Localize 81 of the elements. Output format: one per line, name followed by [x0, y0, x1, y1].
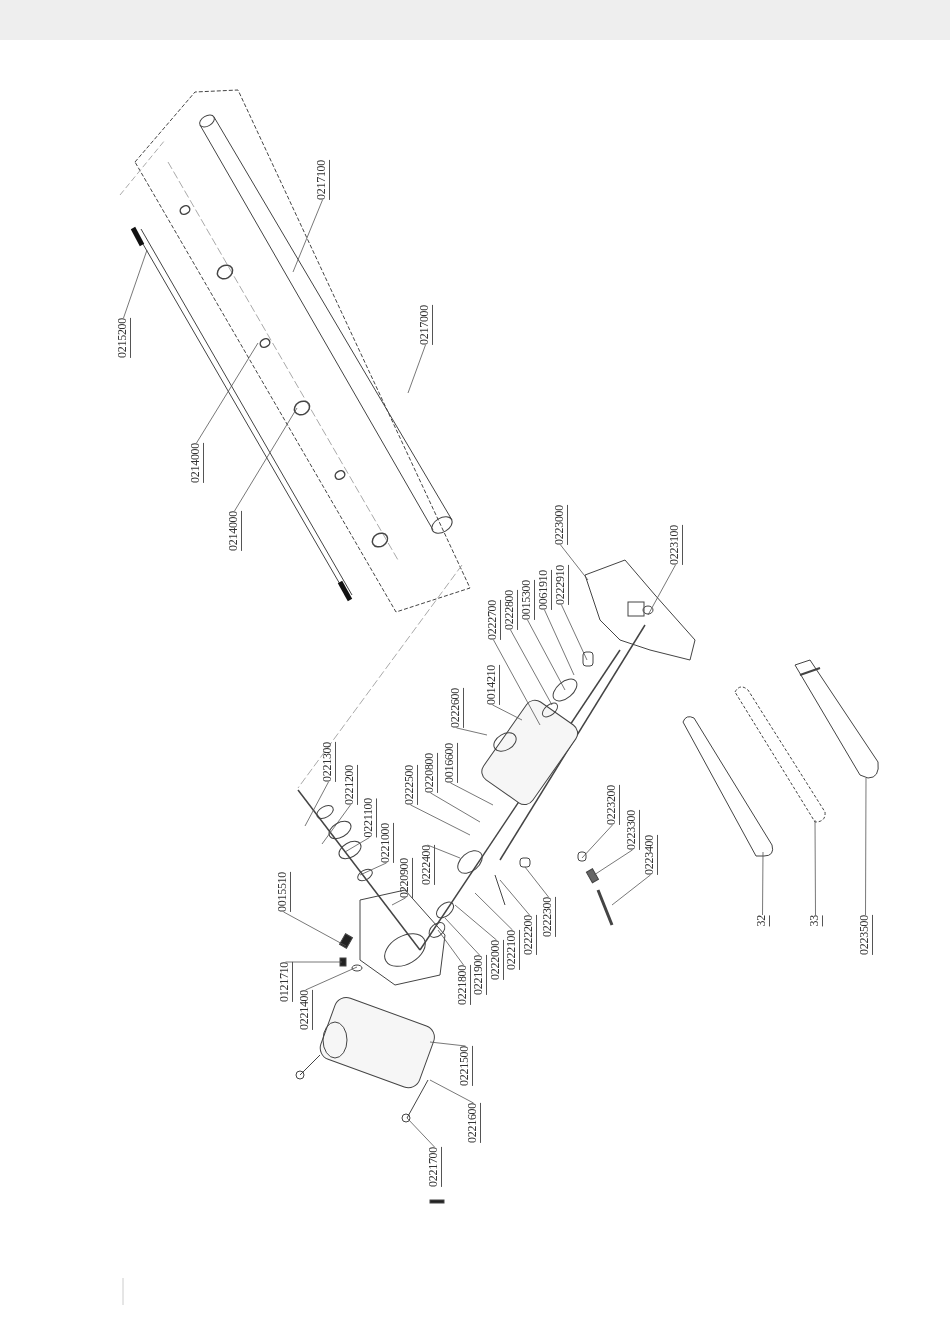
part-number: 0221800	[456, 965, 471, 1005]
part-number: 0014210	[485, 665, 500, 705]
leader-line	[560, 544, 589, 581]
part-number: 0221600	[466, 1103, 481, 1143]
leader-line	[814, 819, 816, 916]
leader-line	[391, 897, 406, 906]
part-number: 0221900	[472, 955, 487, 995]
leader-line	[524, 866, 549, 898]
part-number: 0223300	[625, 810, 640, 850]
leader-line	[359, 862, 387, 876]
leader-line	[234, 407, 298, 512]
part-number: 0222100	[505, 930, 520, 970]
leader-line	[492, 704, 523, 721]
leader-line	[762, 851, 764, 916]
part-number: 0061910	[537, 570, 552, 610]
part-number: 0222200	[522, 915, 537, 955]
leader-line	[429, 1041, 466, 1047]
part-number: 0223500	[858, 915, 873, 955]
leader-line	[499, 879, 530, 916]
leader-line	[407, 344, 426, 394]
part-number: 0222700	[486, 600, 501, 640]
leader-line	[292, 199, 323, 273]
part-number: 0223000	[553, 505, 568, 545]
leader-line	[581, 824, 613, 859]
leader-line	[429, 1079, 474, 1104]
part-number: 0015510	[276, 872, 291, 912]
part-number: 0222800	[503, 590, 518, 630]
leader-line	[865, 777, 867, 916]
leader-line	[474, 892, 513, 931]
leader-line	[344, 837, 370, 853]
part-number: 0215200	[116, 318, 131, 358]
part-number: 0214000	[227, 511, 242, 551]
part-number: 0221100	[362, 798, 377, 838]
leader-line	[196, 342, 259, 444]
part-number: 0221500	[458, 1046, 473, 1086]
part-number: 0222600	[449, 688, 464, 728]
part-number: 0223400	[643, 835, 658, 875]
leader-line	[304, 781, 329, 827]
part-number: 0222400	[420, 845, 435, 885]
leader-line	[410, 804, 471, 836]
leader-line	[456, 727, 488, 736]
part-number: 0223200	[605, 785, 620, 825]
leader-line	[544, 609, 575, 676]
part-number: 0214000	[189, 443, 204, 483]
part-number: 0015300	[520, 580, 535, 620]
leader-line	[437, 929, 464, 966]
part-number: 0217000	[418, 305, 433, 345]
part-number: 0016600	[443, 743, 458, 783]
leader-line	[647, 564, 676, 616]
leader-line	[444, 917, 480, 956]
leader-line	[283, 911, 347, 947]
part-number: 0220800	[423, 753, 438, 793]
leader-line	[493, 639, 541, 726]
part-number: 0221400	[298, 990, 313, 1030]
part-number: 0217100	[315, 160, 330, 200]
leader-line	[611, 874, 651, 906]
part-number: 32	[755, 915, 770, 927]
part-number: 0222500	[403, 765, 418, 805]
leader-line	[510, 629, 553, 706]
leader-line	[430, 792, 481, 823]
leader-line	[561, 604, 588, 661]
part-number: 0223100	[668, 525, 683, 565]
part-number: 0220900	[398, 858, 413, 898]
leader-line	[123, 249, 148, 319]
part-number: 0221200	[343, 765, 358, 805]
part-number: 0221700	[427, 1147, 442, 1187]
part-number: 0121710	[278, 962, 293, 1002]
leader-line	[527, 619, 566, 691]
leader-line	[450, 782, 494, 806]
leader-line	[427, 844, 461, 859]
leader-line	[285, 961, 343, 963]
part-number: 0222300	[541, 897, 556, 937]
part-number: 0222910	[554, 565, 569, 605]
leader-line	[406, 1117, 435, 1148]
leader-line	[454, 904, 497, 941]
part-number: 33	[808, 915, 823, 927]
leader-line	[593, 849, 633, 876]
part-number: 0221000	[379, 823, 394, 863]
leader-line	[305, 966, 358, 991]
part-number: 0222000	[489, 940, 504, 980]
part-number: 0221300	[321, 742, 336, 782]
